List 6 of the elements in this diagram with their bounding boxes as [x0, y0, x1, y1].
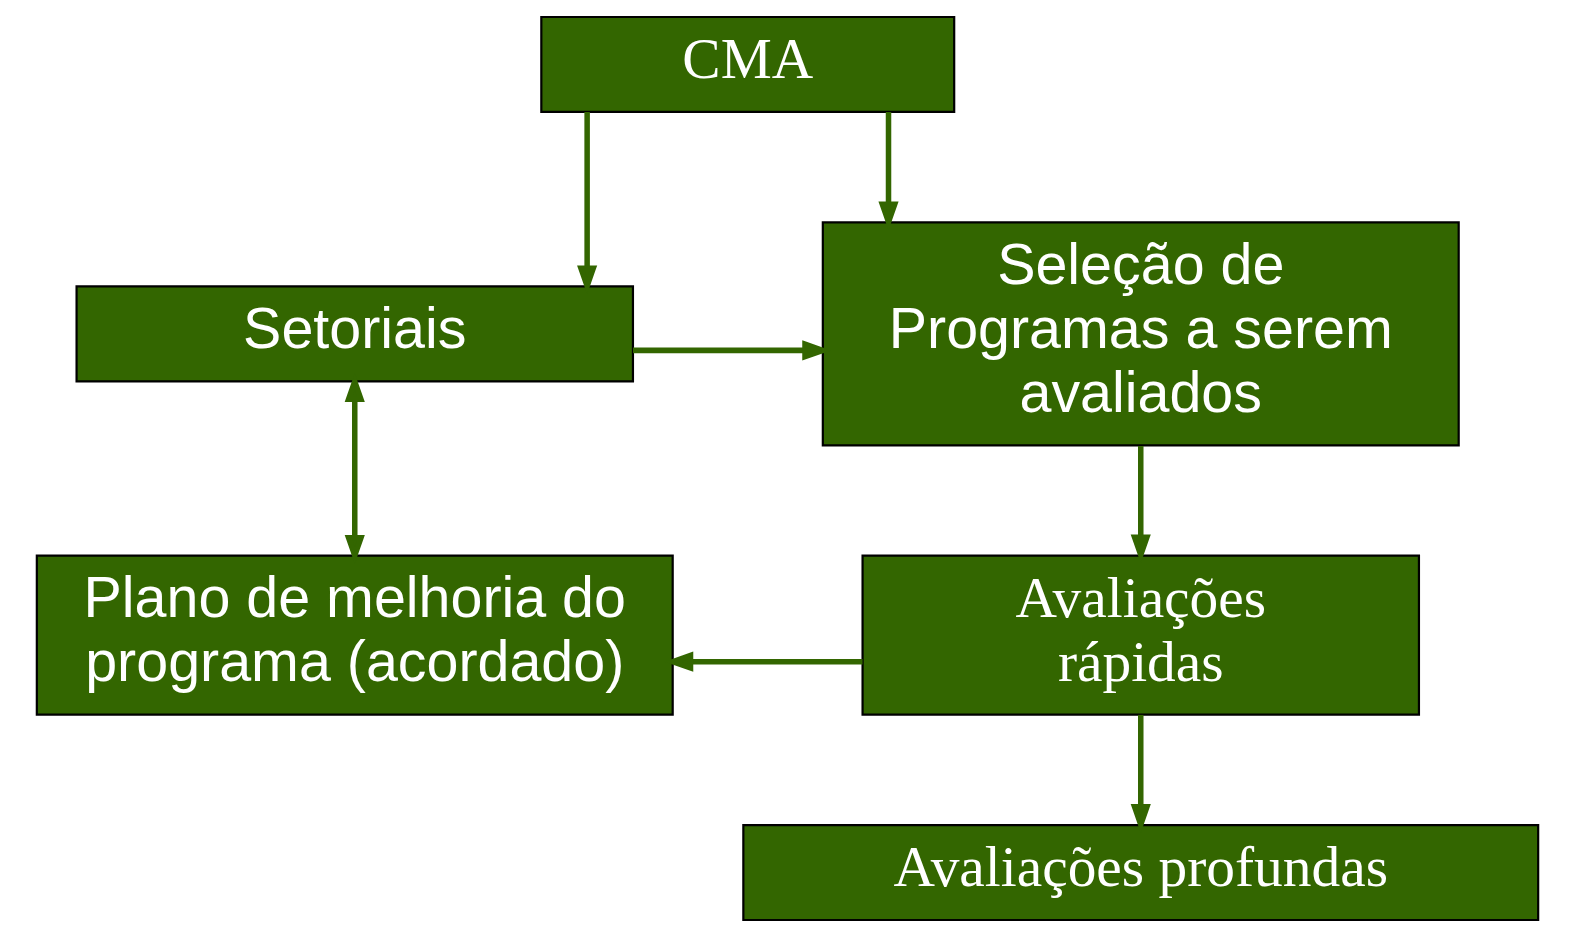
node-box: Seleção de Programas a serem avaliados: [821, 221, 1460, 447]
node-box: CMA: [539, 15, 955, 114]
node-box: Avaliações profundas: [741, 823, 1539, 922]
node-box: Plano de melhoria do programa (acordado): [35, 554, 674, 716]
node-box: Avaliações rápidas: [860, 554, 1420, 716]
node-box: Setoriais: [74, 285, 634, 383]
